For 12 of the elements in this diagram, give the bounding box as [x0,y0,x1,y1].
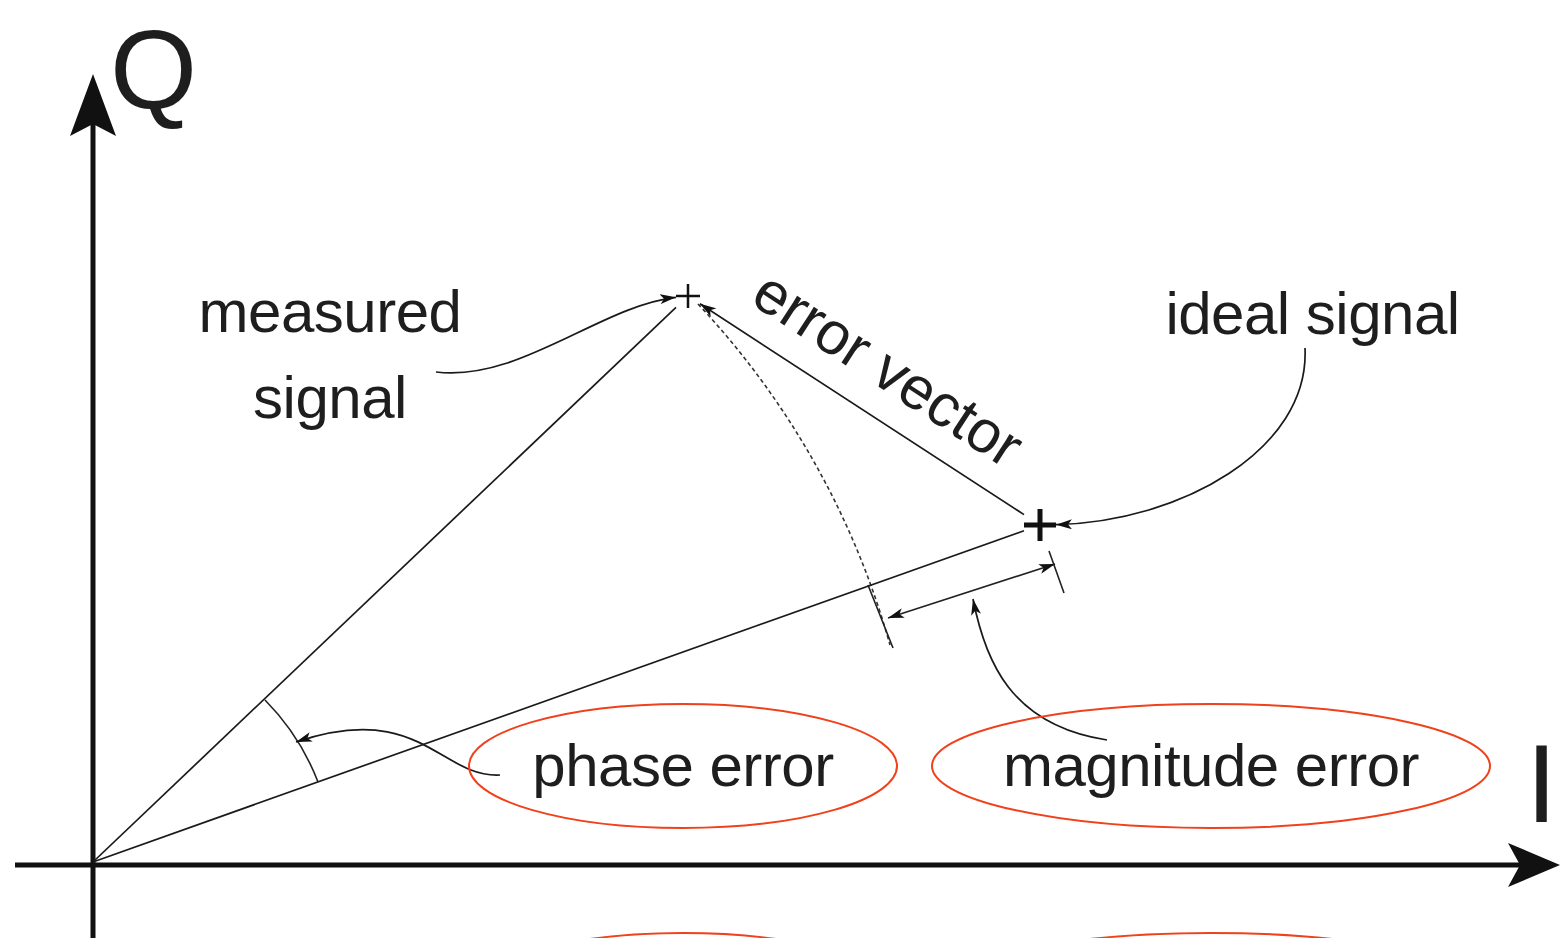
signal-label: ideal signal [1165,280,1460,348]
error-label: magnitude error [1002,732,1419,800]
arrow [699,302,1025,516]
arrow [295,729,501,776]
axis-label: I [1526,728,1558,840]
arrow [435,295,677,374]
arrow [1055,347,1306,529]
signal-label: measured signal [197,277,463,433]
error-label: phase error [532,732,834,800]
dimension-line [867,550,1065,649]
angle-arc [264,699,319,783]
arrow [971,598,1108,741]
